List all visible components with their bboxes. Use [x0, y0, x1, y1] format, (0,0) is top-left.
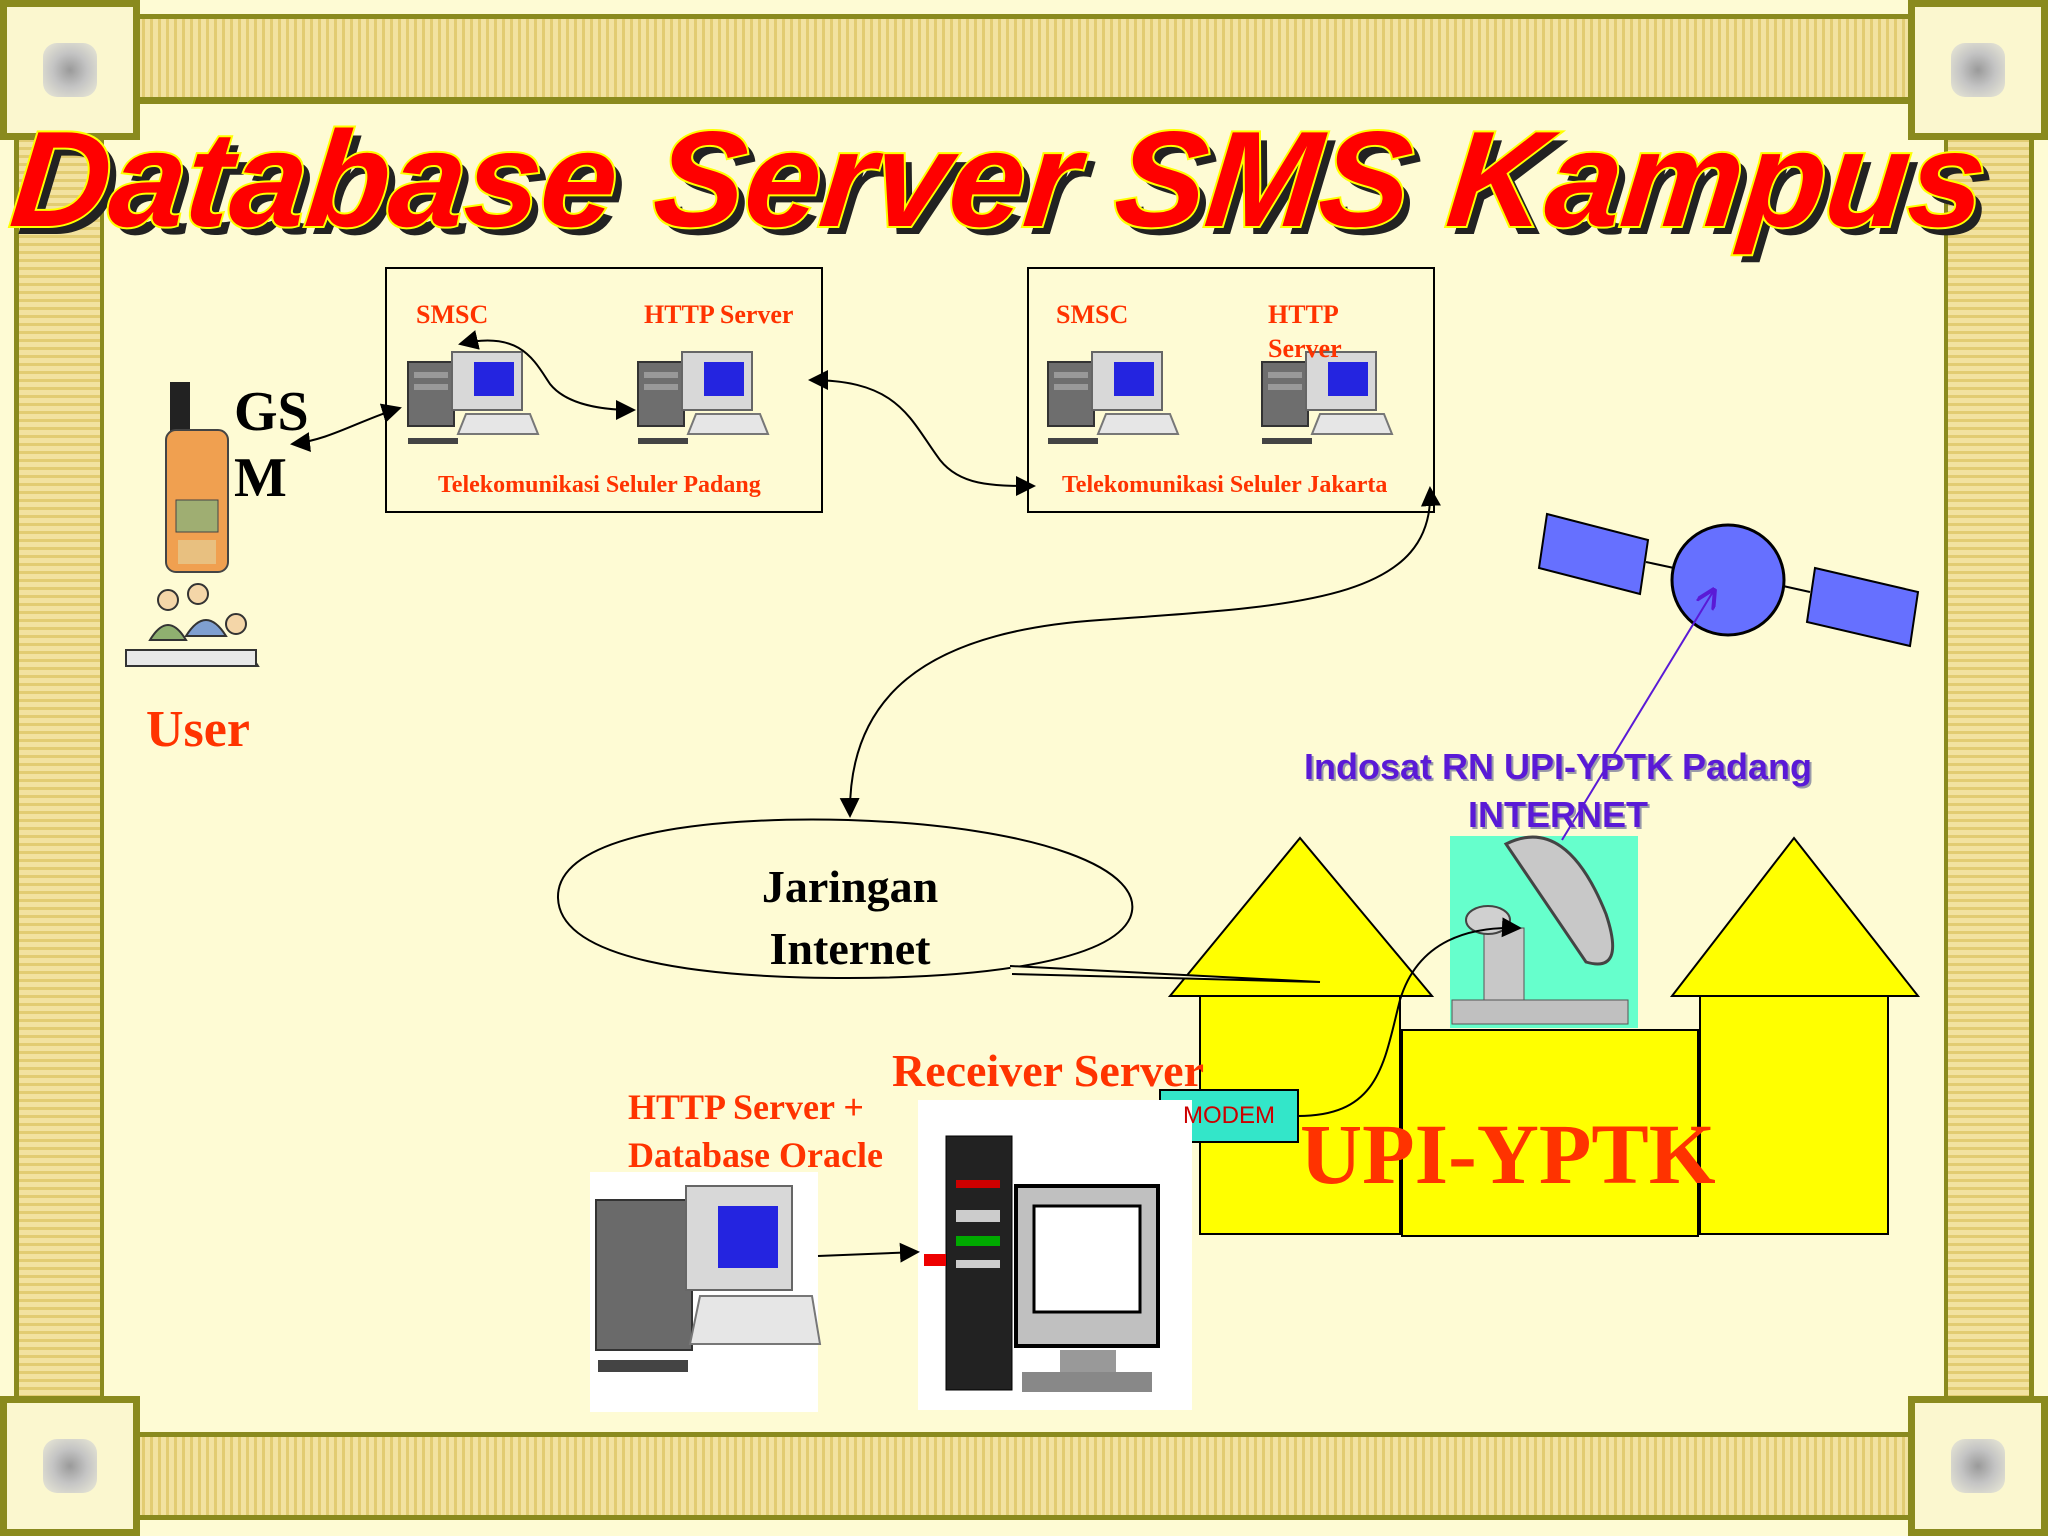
- corner-knob-icon: [1951, 1439, 2005, 1493]
- frame-top: [100, 14, 1948, 102]
- http-db-label-2: Database Oracle: [628, 1135, 883, 1175]
- gsm-label-1: GS: [234, 381, 309, 443]
- arrow-dish-satellite: [1561, 590, 1714, 841]
- jakarta-smsc-server-icon: [1047, 351, 1179, 445]
- cloud-pointer: [1009, 965, 1321, 983]
- arrow-gsm-smsc: [290, 403, 402, 453]
- jakarta-http-server-icon: [1261, 351, 1393, 445]
- indosat-label-2: INTERNET: [1468, 794, 1648, 835]
- padang-caption: Telekomunikasi Seluler Padang: [438, 472, 761, 498]
- jakarta-smsc-label: SMSC: [1056, 300, 1129, 329]
- corner-knob-icon: [43, 1439, 97, 1493]
- padang-http-server-icon: [637, 351, 769, 445]
- padang-http-label: HTTP Server: [644, 300, 794, 329]
- title-text: Database Server SMS Kampus: [5, 103, 1994, 255]
- corner-top-left: [0, 0, 140, 140]
- corner-knob-icon: [43, 43, 97, 97]
- cloud-label-2: Internet: [769, 923, 931, 974]
- receiver-computer-icon: [918, 1100, 1192, 1410]
- cloud-ellipse: [556, 818, 1134, 980]
- cloud-label-1: Jaringan: [761, 861, 939, 912]
- people-at-computer-icon: [125, 583, 260, 667]
- jakarta-http-label-2: Server: [1268, 334, 1342, 363]
- corner-bottom-right: [1908, 1396, 2048, 1536]
- page-title: Database Server SMS Kampus Database Serv…: [3, 101, 2002, 263]
- db-server-icon: [590, 1172, 822, 1412]
- user-label: User: [146, 701, 250, 758]
- arrow-modem-dish: [1297, 917, 1522, 1117]
- mobile-phone-icon: [165, 382, 229, 573]
- http-db-label-1: HTTP Server +: [628, 1087, 864, 1127]
- padang-smsc-server-icon: [407, 351, 539, 445]
- arrow-jakarta-internet: [839, 486, 1441, 818]
- jakarta-caption: Telekomunikasi Seluler Jakarta: [1062, 472, 1388, 498]
- frame-right: [1942, 100, 2034, 1440]
- indosat-label-1: Indosat RN UPI-YPTK Padang: [1303, 746, 1813, 787]
- arrow-smsc-http-padang: [458, 330, 636, 420]
- satellite-icon: [1537, 512, 1920, 648]
- satellite-dish-icon: [1450, 835, 1638, 1028]
- title-shadow: Database Server SMS Kampus: [13, 111, 2002, 263]
- jakarta-http-label-1: HTTP: [1268, 300, 1339, 329]
- frame-bottom: [100, 1432, 1948, 1520]
- arrow-db-receiver: [817, 1242, 920, 1263]
- corner-bottom-left: [0, 1396, 140, 1536]
- padang-smsc-label: SMSC: [416, 300, 489, 329]
- receiver-label: Receiver Server: [892, 1045, 1205, 1096]
- campus-label: UPI-YPTK: [1300, 1106, 1716, 1202]
- corner-top-right: [1908, 0, 2048, 140]
- arrow-padang-jakarta: [808, 370, 1036, 496]
- modem-label: MODEM: [1183, 1102, 1275, 1129]
- gsm-label-2: M: [234, 447, 287, 509]
- corner-knob-icon: [1951, 43, 2005, 97]
